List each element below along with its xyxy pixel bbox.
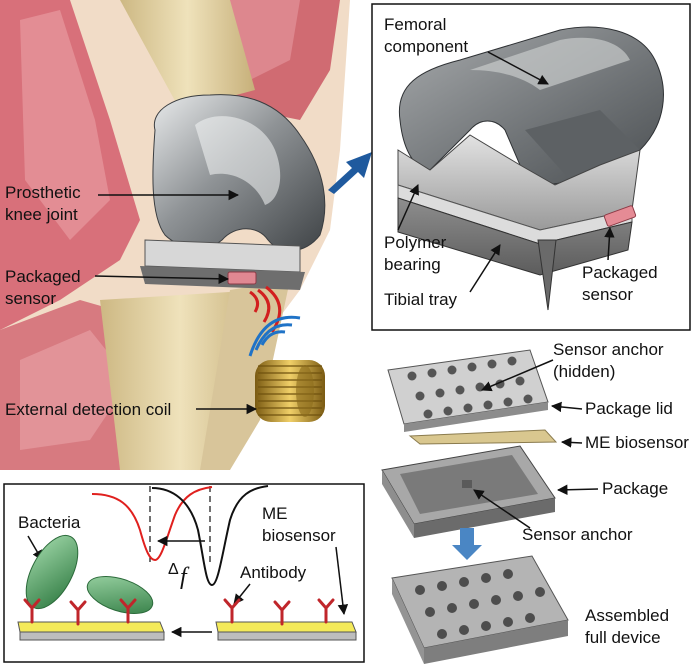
label-prosthetic-1: Prosthetic bbox=[5, 183, 81, 202]
label-polymer-1: Polymer bbox=[384, 233, 447, 252]
arrow-package-lid bbox=[550, 401, 583, 413]
knee-illustration bbox=[0, 0, 350, 470]
curve-shifted bbox=[91, 486, 213, 562]
label-me-biosensor: ME biosensor bbox=[585, 433, 689, 452]
bacteria-icon bbox=[86, 576, 154, 614]
label-antibody: Antibody bbox=[240, 563, 307, 582]
antibody-icon bbox=[223, 598, 335, 626]
implant-render bbox=[397, 26, 664, 311]
label-packaged2-1: Packaged bbox=[582, 263, 658, 282]
arrow-polymer bbox=[397, 184, 419, 231]
arrow-packaged2 bbox=[604, 226, 615, 261]
me-biosensor-strip bbox=[408, 429, 558, 445]
sensor-strip-left bbox=[17, 621, 165, 641]
package-lid bbox=[387, 349, 549, 432]
label-femoral-1: Femoral bbox=[384, 15, 446, 34]
label-anchor-hidden-2: (hidden) bbox=[553, 362, 615, 381]
label-bacteria: Bacteria bbox=[18, 513, 81, 532]
label-assembled-1: Assembled bbox=[585, 606, 669, 625]
label-external-coil: External detection coil bbox=[5, 400, 171, 419]
arrow-me-biosensor bbox=[560, 437, 583, 448]
label-packaged-1: Packaged bbox=[5, 267, 81, 286]
coil-icon bbox=[255, 360, 325, 422]
label-anchor-hidden-1: Sensor anchor bbox=[553, 340, 664, 359]
packaged-sensor-mark bbox=[227, 271, 257, 285]
antibody-icon bbox=[23, 598, 137, 626]
sensor-strip-right bbox=[215, 621, 357, 641]
arrow-sensor-anchor bbox=[473, 489, 531, 529]
big-arrow-icon bbox=[328, 152, 372, 194]
arrow-package bbox=[556, 484, 599, 496]
signal-wave-icon-blue bbox=[248, 315, 301, 357]
label-me-bio-2: biosensor bbox=[262, 526, 336, 545]
arrow-me-bio bbox=[335, 546, 349, 616]
arrow-anchor-hidden bbox=[481, 359, 554, 392]
label-delta: Δ bbox=[168, 561, 179, 578]
label-package-lid: Package lid bbox=[585, 399, 673, 418]
label-assembled-2: full device bbox=[585, 628, 661, 647]
label-polymer-2: bearing bbox=[384, 255, 441, 274]
label-femoral-2: component bbox=[384, 37, 468, 56]
package-base bbox=[381, 445, 556, 538]
label-sensor-anchor: Sensor anchor bbox=[522, 525, 633, 544]
label-f: f bbox=[180, 564, 190, 590]
label-me-bio-1: ME bbox=[262, 504, 288, 523]
arrow-packaged bbox=[94, 273, 230, 285]
label-packaged-2: sensor bbox=[5, 289, 56, 308]
label-prosthetic-2: knee joint bbox=[5, 205, 78, 224]
down-arrow-icon bbox=[452, 528, 482, 560]
assembled-device bbox=[391, 555, 569, 664]
label-tibial: Tibial tray bbox=[384, 290, 458, 309]
arrow-tibial bbox=[469, 244, 501, 293]
label-package: Package bbox=[602, 479, 668, 498]
curve-original bbox=[151, 485, 269, 587]
label-packaged2-2: sensor bbox=[582, 285, 633, 304]
arrow-femoral bbox=[487, 51, 549, 85]
